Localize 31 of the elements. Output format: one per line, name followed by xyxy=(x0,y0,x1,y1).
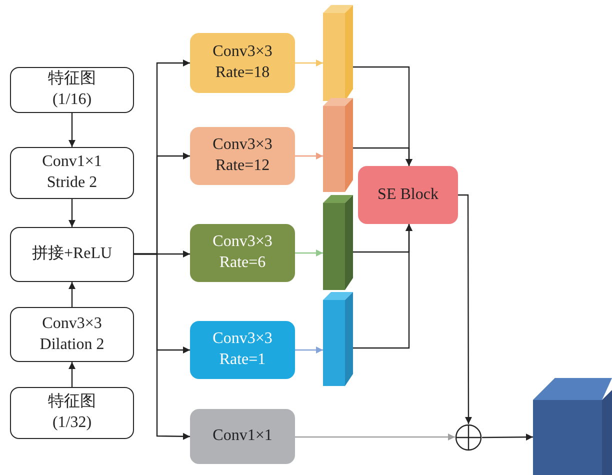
feature-map-bar xyxy=(323,5,353,101)
conv-box: Conv3×3 Rate=1 xyxy=(190,321,295,379)
arrow xyxy=(295,250,323,256)
arrow xyxy=(353,147,412,166)
arrow xyxy=(482,434,533,441)
arrow xyxy=(68,199,76,227)
process-box: 特征图 (1/16) xyxy=(10,67,134,113)
process-box: 拼接+ReLU xyxy=(10,227,134,282)
arrow xyxy=(458,194,472,424)
arrow xyxy=(134,253,190,440)
conv-box: Conv3×3 Rate=18 xyxy=(190,33,295,93)
process-box: Conv1×1 Stride 2 xyxy=(10,147,134,199)
conv-box: Conv1×1 xyxy=(190,409,295,464)
feature-map-bar xyxy=(323,195,353,290)
arrow xyxy=(295,60,323,66)
conv-box: Conv3×3 Rate=12 xyxy=(190,127,295,185)
arrow xyxy=(295,152,323,160)
process-box: 特征图 (1/32) xyxy=(10,387,134,439)
arrow xyxy=(353,224,412,349)
sum-junction xyxy=(455,424,482,451)
arrow xyxy=(295,434,455,440)
arrow xyxy=(68,282,76,307)
conv-box: SE Block xyxy=(358,166,458,224)
feature-map-bar xyxy=(323,98,353,192)
arrow xyxy=(68,362,76,387)
arrow xyxy=(68,113,76,147)
arrow xyxy=(295,346,323,354)
feature-map-bar xyxy=(323,292,353,386)
conv-box: Conv3×3 Rate=6 xyxy=(190,224,295,282)
process-box: Conv3×3 Dilation 2 xyxy=(10,307,134,362)
output-cube xyxy=(533,378,612,475)
